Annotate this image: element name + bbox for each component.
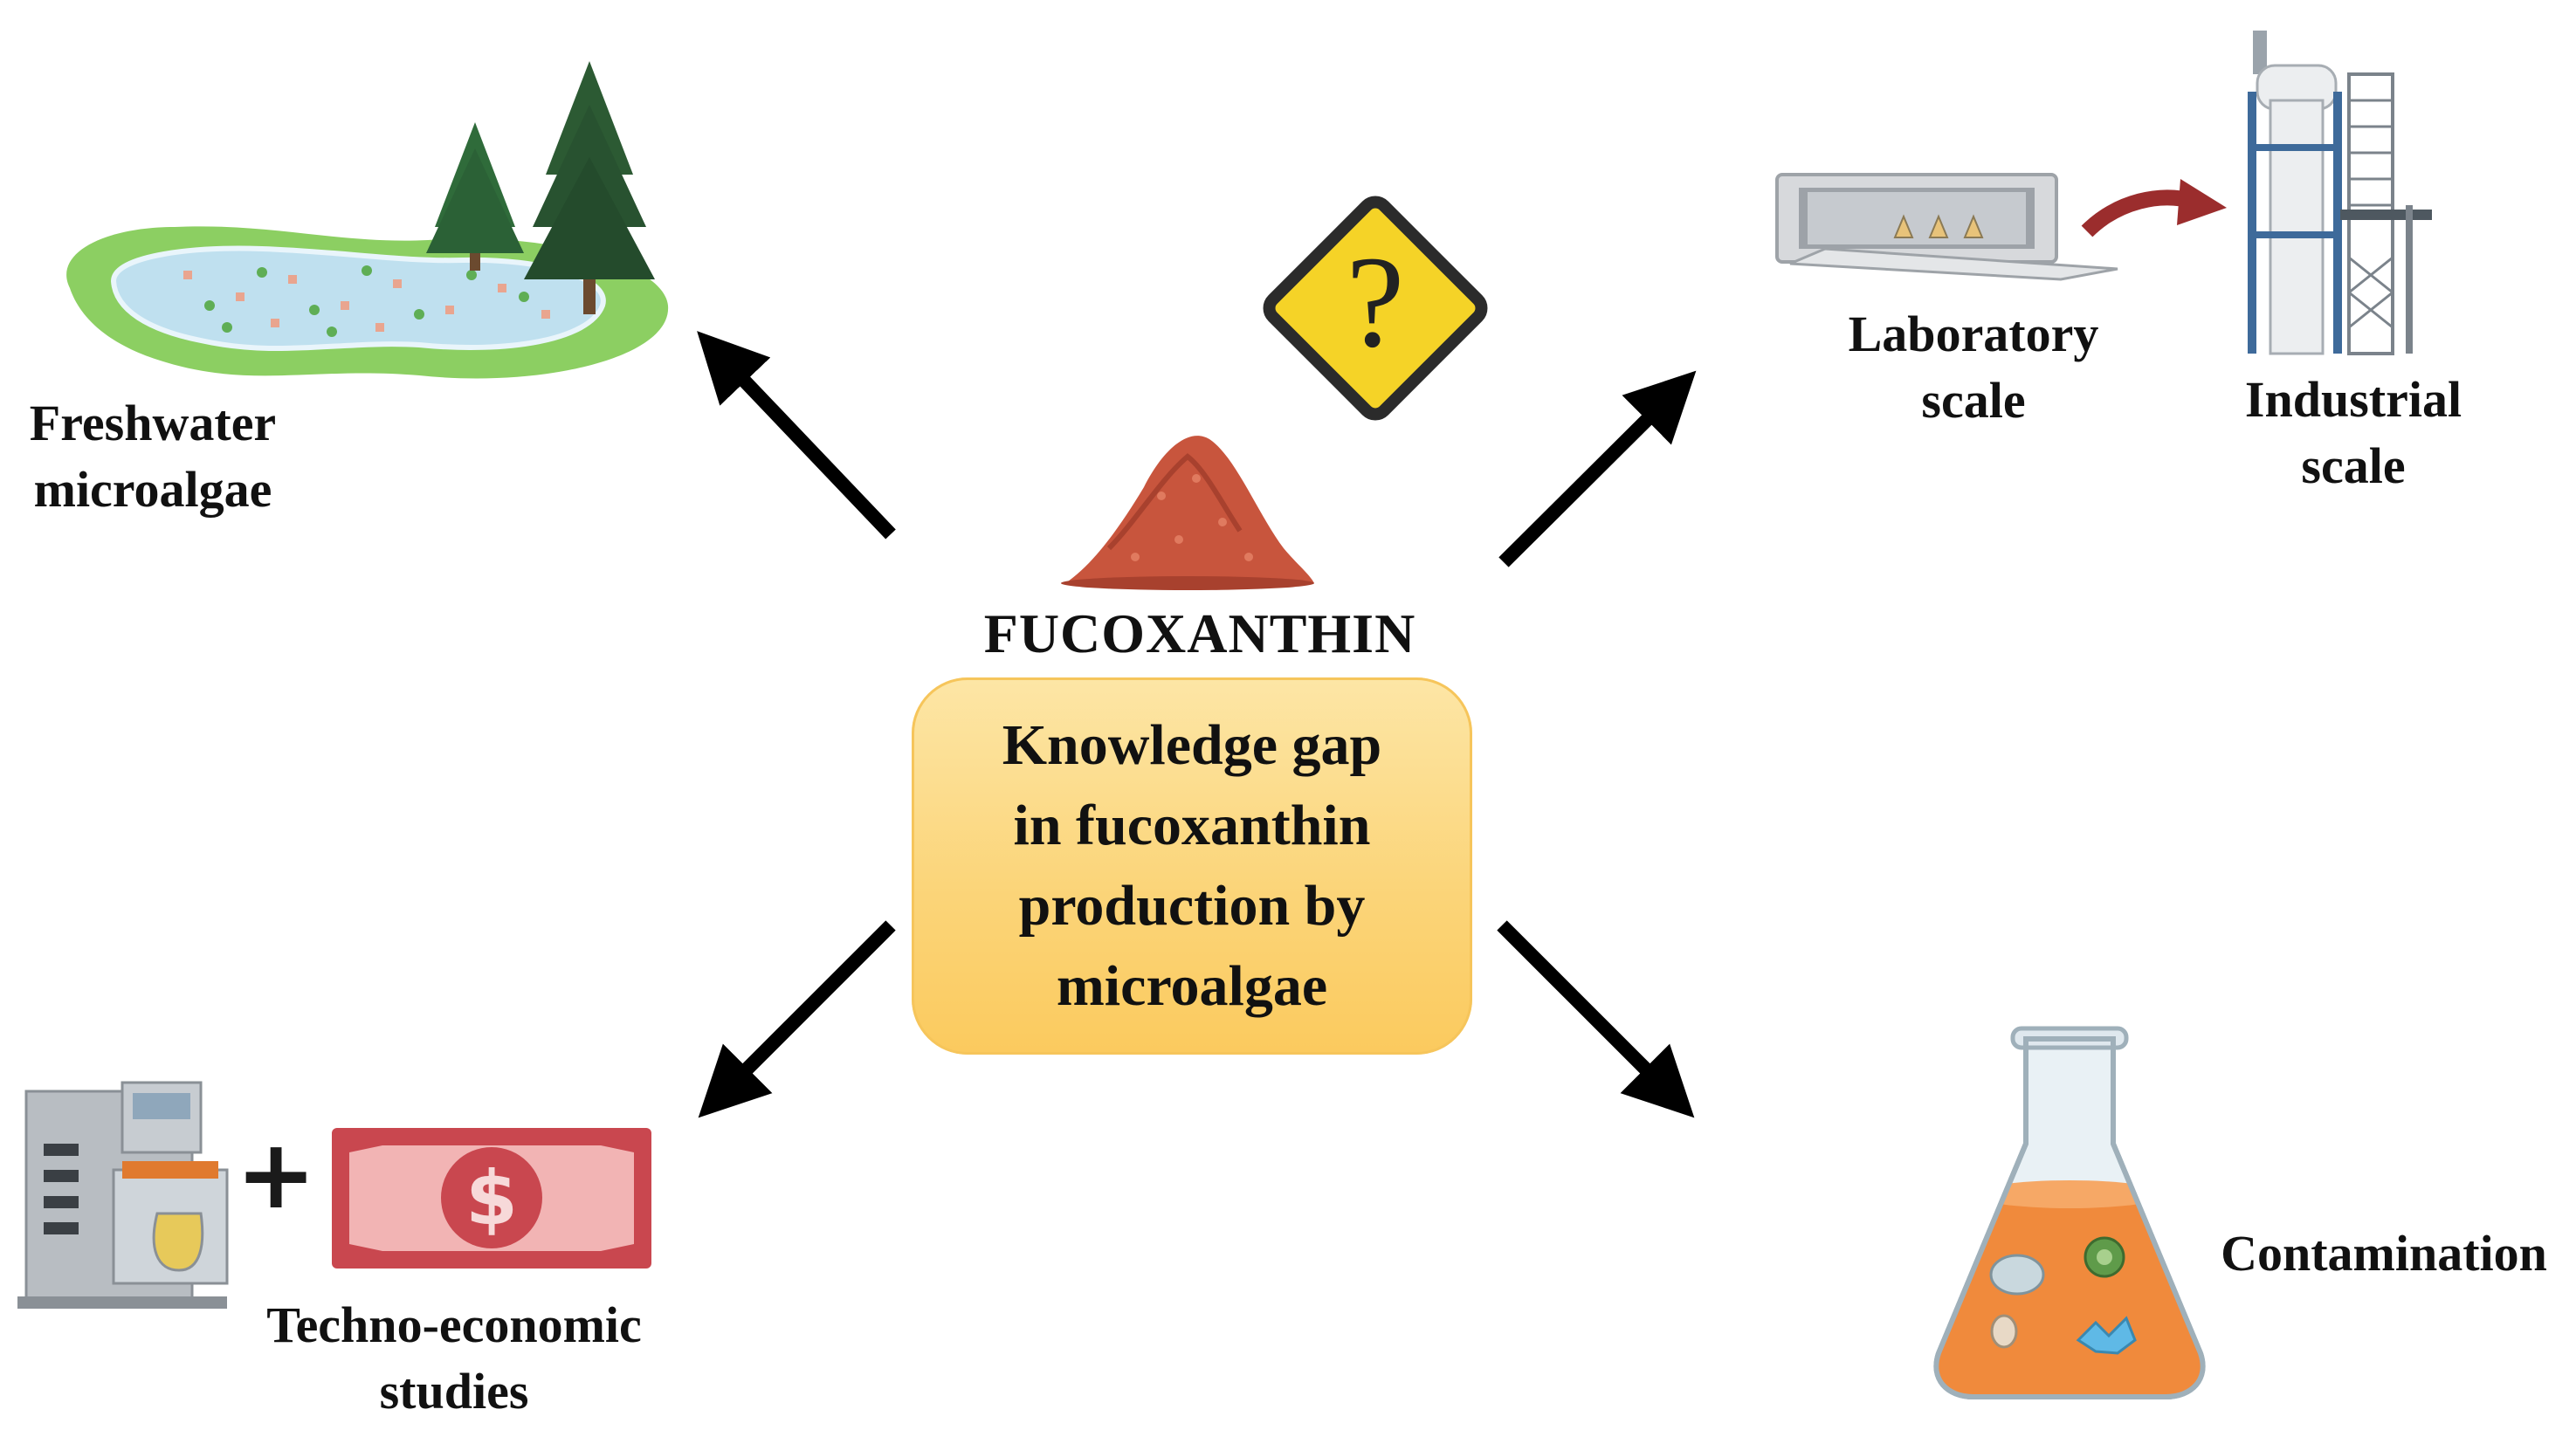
arrow-to-techno — [698, 920, 896, 1118]
laboratory-label-line-1: Laboratory — [1848, 306, 2099, 362]
knowledge-gap-line-2: in fucoxanthin — [1013, 794, 1371, 857]
question-symbol: ? — [1347, 230, 1405, 375]
center-title: FUCOXANTHIN — [983, 602, 1416, 664]
question-warning-sign-icon: ? — [1263, 196, 1488, 421]
arrow-to-contamination — [1497, 920, 1695, 1118]
knowledge-gap-line-3: production by — [1018, 874, 1366, 938]
techno-economic-label-line-1: Techno-economic — [266, 1296, 642, 1353]
techno-economic-label: Techno-economic studies — [236, 1292, 672, 1425]
arrow-to-scale — [1498, 370, 1697, 567]
industrial-label: Industrial scale — [2201, 367, 2506, 499]
freshwater-label: Freshwater microalgae — [9, 390, 297, 523]
scale-up-arrow-icon — [2081, 179, 2227, 237]
laboratory-incubator-icon — [1775, 173, 2118, 281]
dollar-symbol: $ — [465, 1155, 518, 1242]
money-bill-icon: $ — [332, 1128, 651, 1269]
bioreactor-icon — [17, 1081, 229, 1309]
pond-with-trees-icon — [66, 61, 669, 379]
contamination-label-line-1: Contamination — [2221, 1225, 2547, 1282]
arrow-to-freshwater — [697, 331, 896, 540]
knowledge-gap-box: Knowledge gap in fucoxanthin production … — [912, 677, 1472, 1055]
contaminated-flask-icon — [1933, 1026, 2206, 1399]
freshwater-label-line-2: microalgae — [33, 461, 272, 518]
industrial-label-line-1: Industrial — [2244, 371, 2462, 428]
knowledge-gap-line-1: Knowledge gap — [1002, 713, 1382, 777]
freshwater-label-line-1: Freshwater — [29, 395, 277, 451]
pigment-pile-icon — [1061, 436, 1314, 590]
knowledge-gap-line-4: microalgae — [1056, 954, 1328, 1018]
contamination-label: Contamination — [2201, 1220, 2567, 1287]
industrial-label-line-2: scale — [2301, 437, 2406, 494]
techno-economic-label-line-2: studies — [379, 1363, 529, 1420]
laboratory-label-line-2: scale — [1921, 372, 2026, 429]
laboratory-label: Laboratory scale — [1799, 301, 2148, 434]
industrial-tower-icon — [2248, 31, 2432, 355]
plus-sign: + — [236, 1118, 317, 1230]
